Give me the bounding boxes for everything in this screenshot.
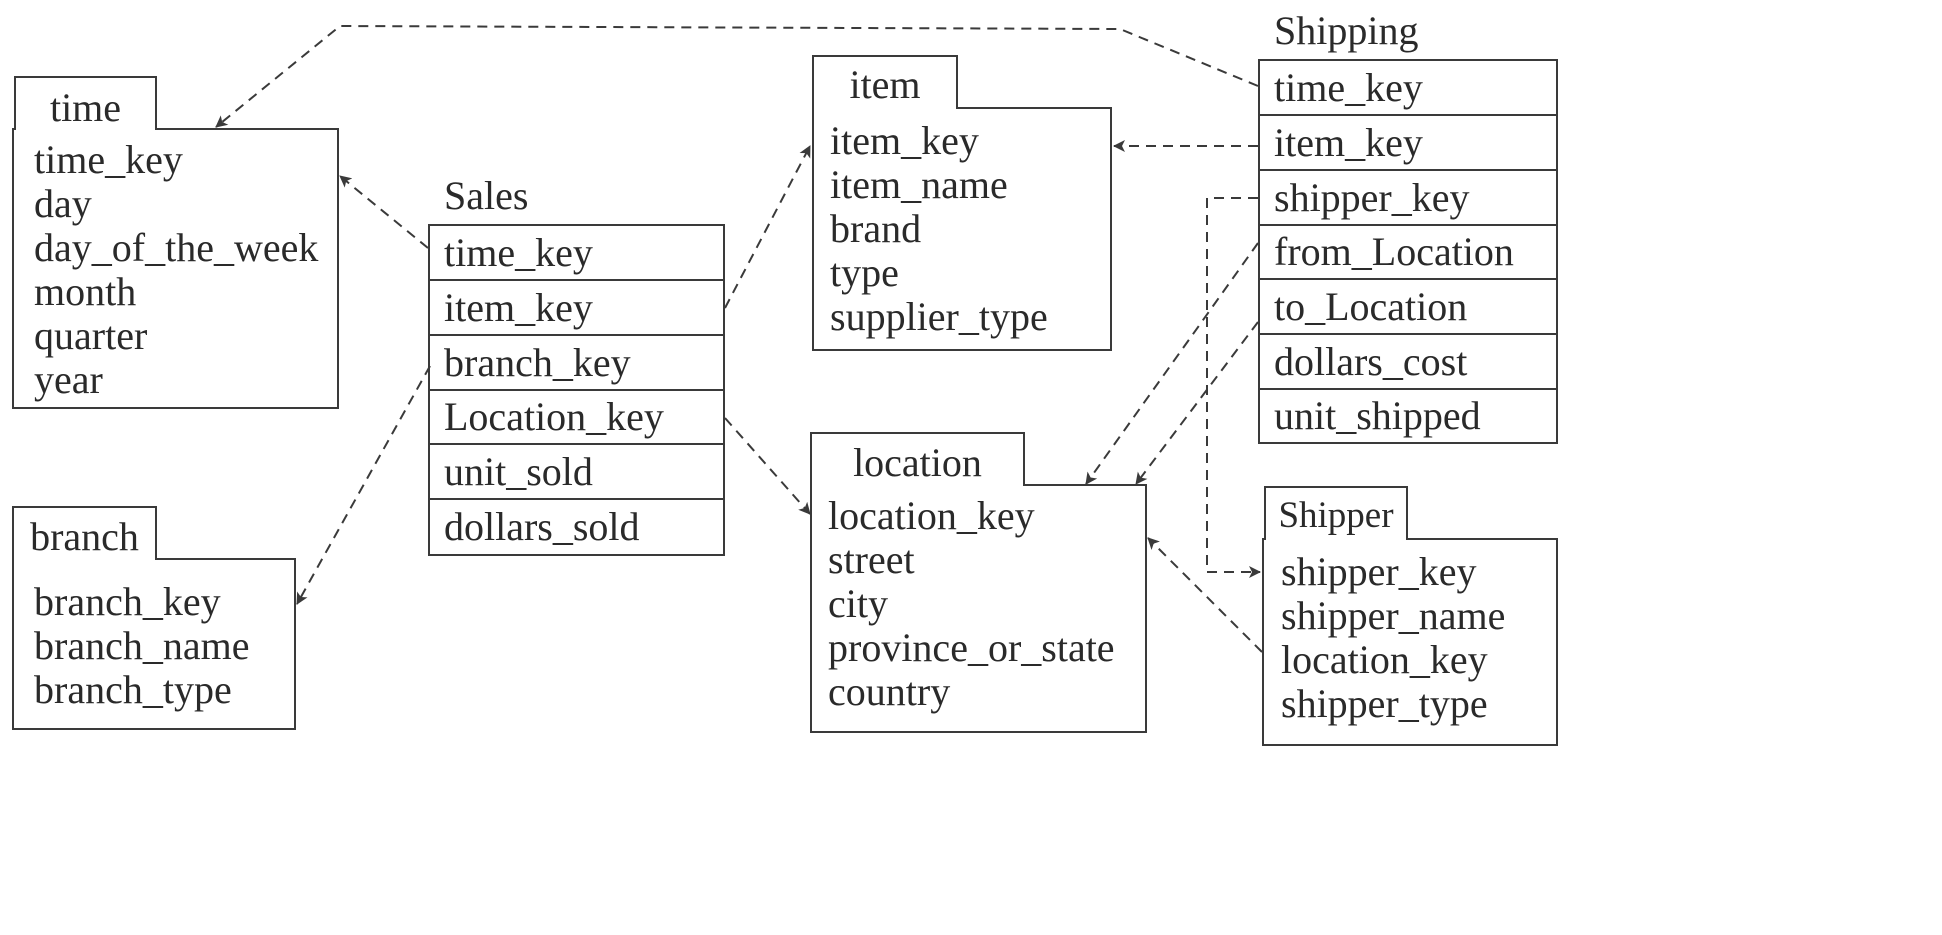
branch-field-branch-name: branch_name [34, 623, 250, 668]
shipping-field-time-key: time_key [1258, 59, 1558, 116]
shipper-field-list: shipper_key shipper_name location_key sh… [1281, 550, 1505, 726]
item-field-supplier-type: supplier_type [830, 294, 1048, 339]
shipper-field-shipper-name: shipper_name [1281, 593, 1506, 638]
time-field-quarter: quarter [34, 313, 148, 358]
location-field-location-key: location_key [828, 493, 1035, 538]
location-table-label: location [853, 440, 982, 485]
shipping-field-item-key: item_key [1258, 114, 1558, 171]
item-table-tab: item [812, 55, 958, 109]
time-field-list: time_key day day_of_the_week month quart… [34, 138, 318, 402]
shipper-table: shipper_key shipper_name location_key sh… [1262, 538, 1558, 746]
item-field-list: item_key item_name brand type supplier_t… [830, 119, 1048, 339]
shipping-table-label: Shipping [1274, 8, 1419, 53]
location-table-tab: location [810, 432, 1025, 486]
time-table-tab: time [14, 76, 157, 130]
shipping-field-unit-shipped: unit_shipped [1258, 388, 1558, 444]
shipper-field-shipper-type: shipper_type [1281, 681, 1488, 726]
branch-table-label: branch [30, 514, 139, 559]
item-table-label: item [849, 62, 921, 107]
shipping-field-shipper-key: shipper_key [1258, 169, 1558, 226]
item-field-brand: brand [830, 206, 922, 251]
sales-field-location-key: Location_key [428, 389, 725, 445]
time-field-month: month [34, 269, 137, 314]
sales-field-time-key: time_key [428, 224, 725, 281]
shipper-field-location-key: location_key [1281, 637, 1488, 682]
sales-field-unit-sold: unit_sold [428, 443, 725, 500]
branch-field-list: branch_key branch_name branch_type [34, 580, 249, 712]
sales-table-label: Sales [444, 173, 529, 218]
branch-field-branch-key: branch_key [34, 579, 221, 624]
branch-table-tab: branch [12, 506, 157, 560]
location-field-province-or-state: province_or_state [828, 625, 1115, 670]
shipping-field-to-location: to_Location [1258, 278, 1558, 335]
connector-sales-location-to-location [724, 417, 811, 515]
location-table: location_key street city province_or_sta… [810, 484, 1147, 733]
shipper-table-label: Shipper [1278, 495, 1394, 536]
connector-shipping-shipper-to-shipper [1206, 197, 1261, 578]
branch-table: branch_key branch_name branch_type [12, 558, 296, 730]
time-table: time_key day day_of_the_week month quart… [12, 128, 339, 409]
location-field-country: country [828, 669, 951, 714]
sales-field-branch-key: branch_key [428, 334, 725, 391]
item-field-item-key: item_key [830, 118, 979, 163]
branch-field-branch-type: branch_type [34, 667, 232, 712]
connector-shipping-to-location-to-location [1135, 321, 1259, 485]
shipping-field-dollars-cost: dollars_cost [1258, 333, 1558, 390]
connector-shipper-location-to-location [1147, 537, 1263, 653]
item-field-item-name: item_name [830, 162, 1008, 207]
connector-sales-item-to-item [724, 145, 811, 309]
shipper-table-tab: Shipper [1264, 486, 1408, 540]
shipping-field-from-location: from_Location [1258, 224, 1558, 280]
item-field-type: type [830, 250, 899, 295]
time-field-day-of-the-week: day_of_the_week [34, 225, 319, 270]
time-field-day: day [34, 181, 92, 226]
time-field-time-key: time_key [34, 137, 183, 182]
location-field-city: city [828, 581, 888, 626]
sales-field-item-key: item_key [428, 279, 725, 336]
time-table-label: time [49, 85, 122, 130]
sales-field-dollars-sold: dollars_sold [428, 498, 725, 556]
shipper-field-shipper-key: shipper_key [1281, 549, 1477, 594]
location-field-street: street [828, 537, 915, 582]
item-table: item_key item_name brand type supplier_t… [812, 107, 1112, 351]
time-field-year: year [34, 357, 103, 402]
location-field-list: location_key street city province_or_sta… [828, 494, 1115, 714]
connector-sales-time-to-time [339, 175, 429, 249]
